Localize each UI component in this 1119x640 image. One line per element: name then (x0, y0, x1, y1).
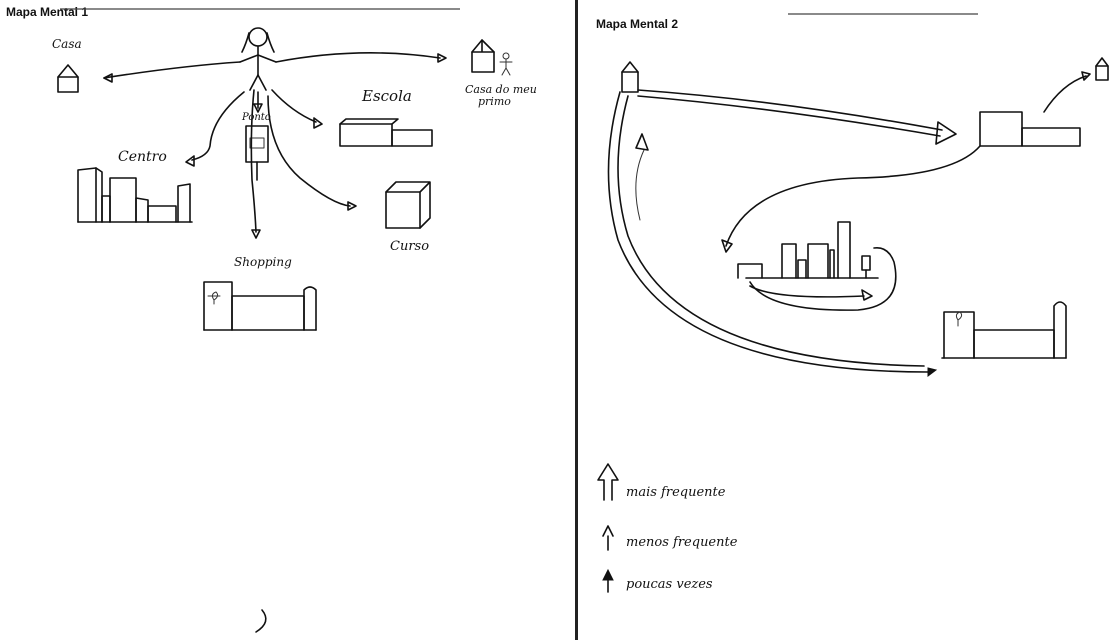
legend-label-frequent: mais frequente (626, 485, 726, 500)
cousin-house-icon (472, 40, 512, 75)
label-escola: Escola (361, 87, 412, 105)
center-buildings-icon (738, 222, 878, 278)
bus-stop-icon (246, 126, 268, 180)
curso-building-icon (386, 182, 430, 228)
label-casa: Casa (52, 37, 82, 51)
mental-map-1: Mapa Mental 1 Casa Casa do meu primo (0, 0, 575, 640)
label-casa-primo-2: primo (478, 95, 511, 108)
mental-map-2: Mapa Mental 2 (578, 0, 1119, 640)
shopping-building-icon (942, 302, 1066, 358)
label-shopping: Shopping (234, 255, 292, 269)
label-centro: Centro (118, 149, 167, 165)
escola-building-icon (340, 119, 432, 146)
home-house-icon (622, 62, 638, 92)
shopping-building-icon (204, 282, 316, 330)
thin-arrow-icon (603, 526, 613, 550)
filled-arrow-icon (603, 570, 613, 592)
school-building-icon (980, 112, 1080, 146)
centro-buildings-icon (78, 168, 192, 222)
label-ponto: Ponto (241, 112, 271, 123)
map2-drawing: mais frequente menos frequente poucas ve… (578, 0, 1119, 640)
legend-label-less-frequent: menos frequente (626, 535, 738, 550)
legend-label-few-times: poucas vezes (626, 577, 713, 592)
map1-drawing: Casa Casa do meu primo Escola Ponto (0, 0, 575, 640)
cousin-house-icon (1096, 58, 1108, 80)
wide-arrow-icon (598, 464, 618, 500)
person-figure-icon (240, 28, 276, 90)
map2-legend: mais frequente menos frequente poucas ve… (598, 464, 738, 592)
casa-house-icon (58, 65, 78, 92)
label-curso: Curso (390, 239, 429, 254)
